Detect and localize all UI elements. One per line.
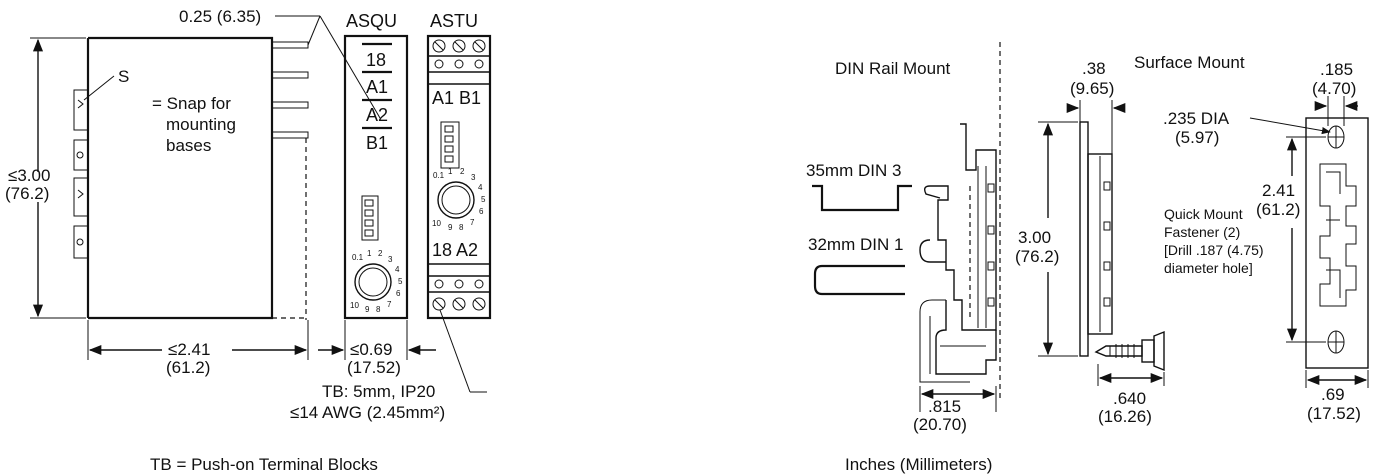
astu-tick: 4 bbox=[478, 183, 483, 192]
quick-mount-fastener bbox=[1094, 330, 1165, 372]
din35-rail-profile bbox=[812, 184, 912, 212]
right-footer: Inches (Millimeters) bbox=[845, 455, 992, 474]
quick-mount-line2: Fastener (2) bbox=[1164, 224, 1240, 240]
dim-185-in: .185 bbox=[1320, 60, 1353, 79]
snap-tabs bbox=[73, 89, 89, 259]
width-in: ≤2.41 bbox=[168, 340, 210, 359]
astu-dip-switch bbox=[440, 121, 460, 169]
dim-38-mm: (9.65) bbox=[1070, 79, 1114, 98]
surface-base-front-view bbox=[1305, 117, 1369, 369]
asqu-tick: 10 bbox=[350, 301, 359, 310]
din35-label: 35mm DIN 3 bbox=[806, 161, 901, 180]
height-in: ≤3.00 bbox=[8, 166, 50, 185]
astu-tick: 3 bbox=[471, 173, 476, 182]
dim-640-mm: (16.26) bbox=[1098, 407, 1152, 426]
asqu-tick: 4 bbox=[395, 265, 400, 274]
astu-tick: 6 bbox=[479, 207, 484, 216]
surface-base-side-view bbox=[1079, 121, 1113, 357]
astu-tick: 1 bbox=[448, 167, 453, 176]
quick-mount-line4: diameter hole] bbox=[1164, 260, 1253, 276]
dim-185-mm: (4.70) bbox=[1312, 79, 1356, 98]
astu-module: A1 B1 0.1 1 2 3 4 5 6 7 8 9 10 18 A2 bbox=[426, 34, 492, 320]
width-mm: (61.2) bbox=[166, 358, 210, 377]
astu-label: ASTU bbox=[430, 11, 478, 31]
dim-815-mm: (20.70) bbox=[913, 415, 967, 434]
dim-69-in: .69 bbox=[1321, 385, 1345, 404]
asqu-terminal-18: 18 bbox=[366, 50, 386, 70]
dim-640-in: .640 bbox=[1113, 389, 1146, 408]
height-mm: (76.2) bbox=[5, 184, 49, 203]
asqu-terminal-b1: B1 bbox=[366, 133, 388, 153]
astu-tick: 7 bbox=[470, 218, 475, 227]
din32-label: 32mm DIN 1 bbox=[808, 235, 903, 254]
asqu-module: 18 A1 A2 B1 0.1 1 2 3 4 5 6 7 8 9 10 bbox=[343, 34, 409, 320]
dim-300-in: 3.00 bbox=[1018, 228, 1051, 247]
asqu-tick: 5 bbox=[398, 277, 403, 286]
astu-tick: 8 bbox=[459, 223, 464, 232]
din-base-side-view bbox=[919, 123, 997, 383]
asqu-dial bbox=[354, 263, 392, 301]
dim-38-in: .38 bbox=[1082, 59, 1106, 78]
tb-note-line2: ≤14 AWG (2.45mm²) bbox=[290, 403, 445, 422]
pin-dim-label: 0.25 (6.35) bbox=[179, 7, 261, 26]
quick-mount-line3: [Drill .187 (4.75) bbox=[1164, 242, 1264, 258]
tb-note-line1: TB: 5mm, IP20 bbox=[322, 382, 435, 401]
astu-tick: 9 bbox=[448, 223, 453, 232]
asqu-terminal-a1: A1 bbox=[366, 77, 388, 97]
asqu-tick: 3 bbox=[388, 255, 393, 264]
astu-tick: 0.1 bbox=[433, 171, 445, 180]
snap-note-line3: bases bbox=[166, 136, 211, 155]
asqu-terminal-a2: A2 bbox=[366, 105, 388, 125]
dim-300-mm: (76.2) bbox=[1015, 247, 1059, 266]
asqu-tick: 9 bbox=[365, 305, 370, 314]
quick-mount-line1: Quick Mount bbox=[1164, 206, 1243, 222]
snap-note-line1: = Snap for bbox=[152, 94, 231, 113]
astu-tick: 10 bbox=[432, 219, 441, 228]
dim-241-mm: (61.2) bbox=[1256, 200, 1300, 219]
dim-241-in: 2.41 bbox=[1262, 181, 1295, 200]
snap-marker: S bbox=[118, 67, 129, 86]
dim-69-mm: (17.52) bbox=[1307, 404, 1361, 423]
astu-top-labels: A1 B1 bbox=[432, 88, 481, 108]
asqu-tick: 0.1 bbox=[352, 253, 364, 262]
astu-dial bbox=[437, 181, 475, 219]
dim-815-in: .815 bbox=[928, 397, 961, 416]
asqu-label: ASQU bbox=[346, 11, 397, 31]
asqu-tick: 2 bbox=[378, 249, 383, 258]
astu-tick: 5 bbox=[481, 195, 486, 204]
surface-title: Surface Mount bbox=[1134, 53, 1245, 72]
left-footer: TB = Push-on Terminal Blocks bbox=[150, 455, 378, 474]
terminal-pins bbox=[271, 41, 309, 139]
din32-rail-profile bbox=[813, 264, 905, 296]
asqu-tick: 7 bbox=[387, 300, 392, 309]
asqu-dip-switch bbox=[361, 195, 379, 241]
astu-tick: 2 bbox=[460, 167, 465, 176]
asqu-tick: 6 bbox=[396, 289, 401, 298]
asqu-tick: 1 bbox=[367, 249, 372, 258]
module-width-in: ≤0.69 bbox=[350, 340, 392, 359]
dia-mm: (5.97) bbox=[1175, 128, 1219, 147]
asqu-tick: 8 bbox=[376, 305, 381, 314]
dia-in: .235 DIA bbox=[1163, 109, 1230, 128]
module-width-mm: (17.52) bbox=[347, 358, 401, 377]
astu-bottom-labels: 18 A2 bbox=[432, 240, 478, 260]
snap-note-line2: mounting bbox=[166, 115, 236, 134]
din-title: DIN Rail Mount bbox=[835, 59, 951, 78]
